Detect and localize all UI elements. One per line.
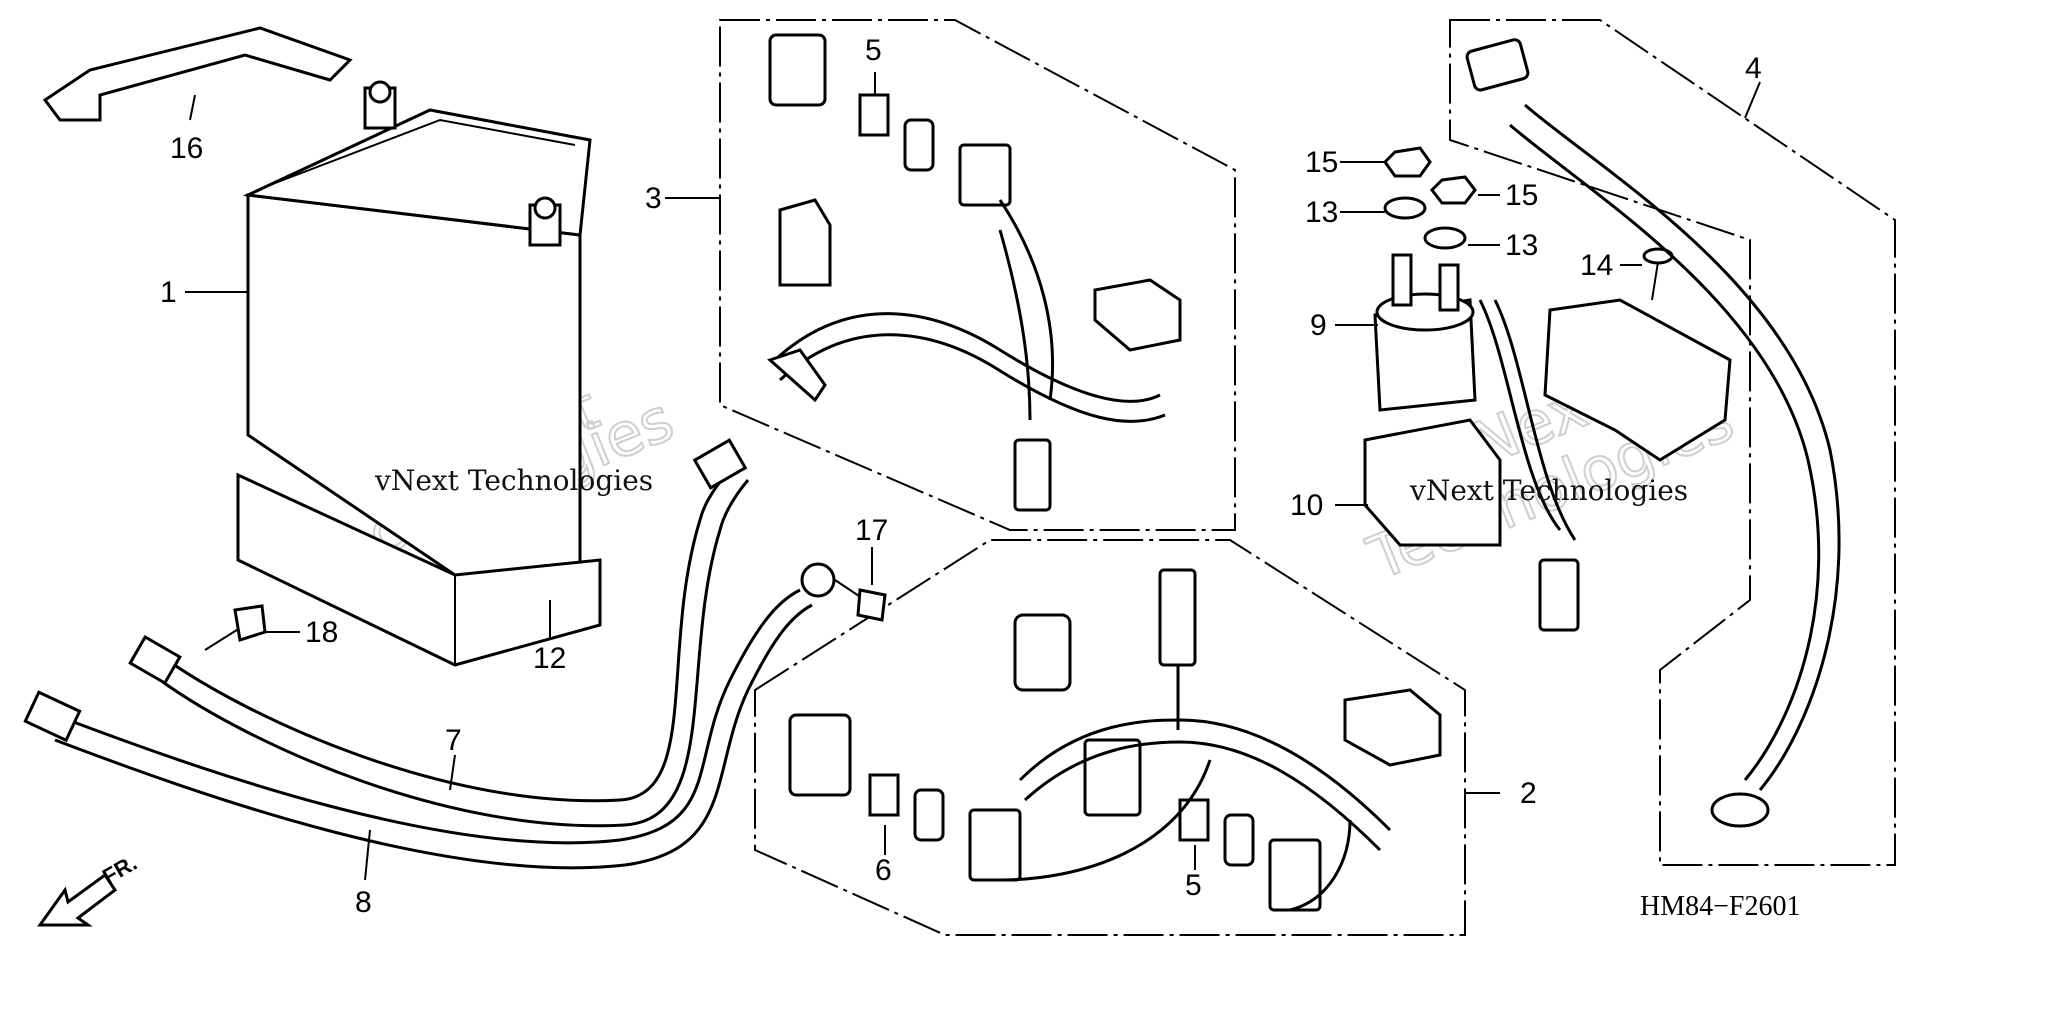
callout-1: 1 <box>160 276 177 309</box>
leader-lines <box>185 72 1761 881</box>
callout-18: 18 <box>305 616 338 649</box>
callout-13-left: 13 <box>1305 196 1338 229</box>
battery <box>242 80 592 587</box>
callout-13-right: 13 <box>1505 229 1538 262</box>
battery-cable-4 <box>1465 38 1841 828</box>
relay-holder <box>1543 298 1732 462</box>
callout-12: 12 <box>533 642 566 675</box>
battery-cable-8 <box>23 562 836 870</box>
group-outline-3 <box>719 19 1236 531</box>
callout-15-right: 15 <box>1505 179 1538 212</box>
nut-15-lower <box>1430 175 1477 205</box>
callout-3: 3 <box>645 182 662 215</box>
nut-15-upper <box>1383 146 1432 178</box>
group-outline-4 <box>1449 19 1896 866</box>
battery-pad <box>236 472 602 667</box>
bolt-17 <box>834 579 887 622</box>
callout-7: 7 <box>445 724 462 757</box>
bolt-18 <box>204 604 267 651</box>
callout-10: 10 <box>1290 489 1323 522</box>
washer-13-lower <box>1423 226 1467 250</box>
callout-15-left: 15 <box>1305 146 1338 179</box>
starter-relay <box>1373 253 1580 632</box>
callout-17: 17 <box>855 514 888 547</box>
diagram-code: HM84−F2601 <box>1640 891 1800 922</box>
washer-13-upper <box>1383 196 1427 220</box>
callout-4: 4 <box>1745 52 1762 85</box>
battery-cable-7 <box>128 438 750 828</box>
watermark-text-right: vNext Technologies <box>1409 474 1688 507</box>
watermark-text-left: vNext Technologies <box>374 464 653 497</box>
callout-8: 8 <box>355 886 372 919</box>
callout-9: 9 <box>1310 309 1327 342</box>
screw-14 <box>1642 247 1674 301</box>
callout-2: 2 <box>1520 777 1537 810</box>
front-direction-arrow: FR. <box>37 850 141 927</box>
wire-harness-2 <box>788 568 1442 912</box>
callout-5-top: 5 <box>865 34 882 67</box>
callout-5-bottom: 5 <box>1185 869 1202 902</box>
callout-6: 6 <box>875 854 892 887</box>
group-outline-2 <box>754 539 1466 936</box>
callout-16: 16 <box>170 132 203 165</box>
battery-strap <box>42 26 353 122</box>
wire-harness-3 <box>767 33 1182 512</box>
callout-labels: 1 16 3 5 2 4 15 13 15 13 14 9 10 12 18 1… <box>160 34 1762 919</box>
callout-14: 14 <box>1580 249 1613 282</box>
